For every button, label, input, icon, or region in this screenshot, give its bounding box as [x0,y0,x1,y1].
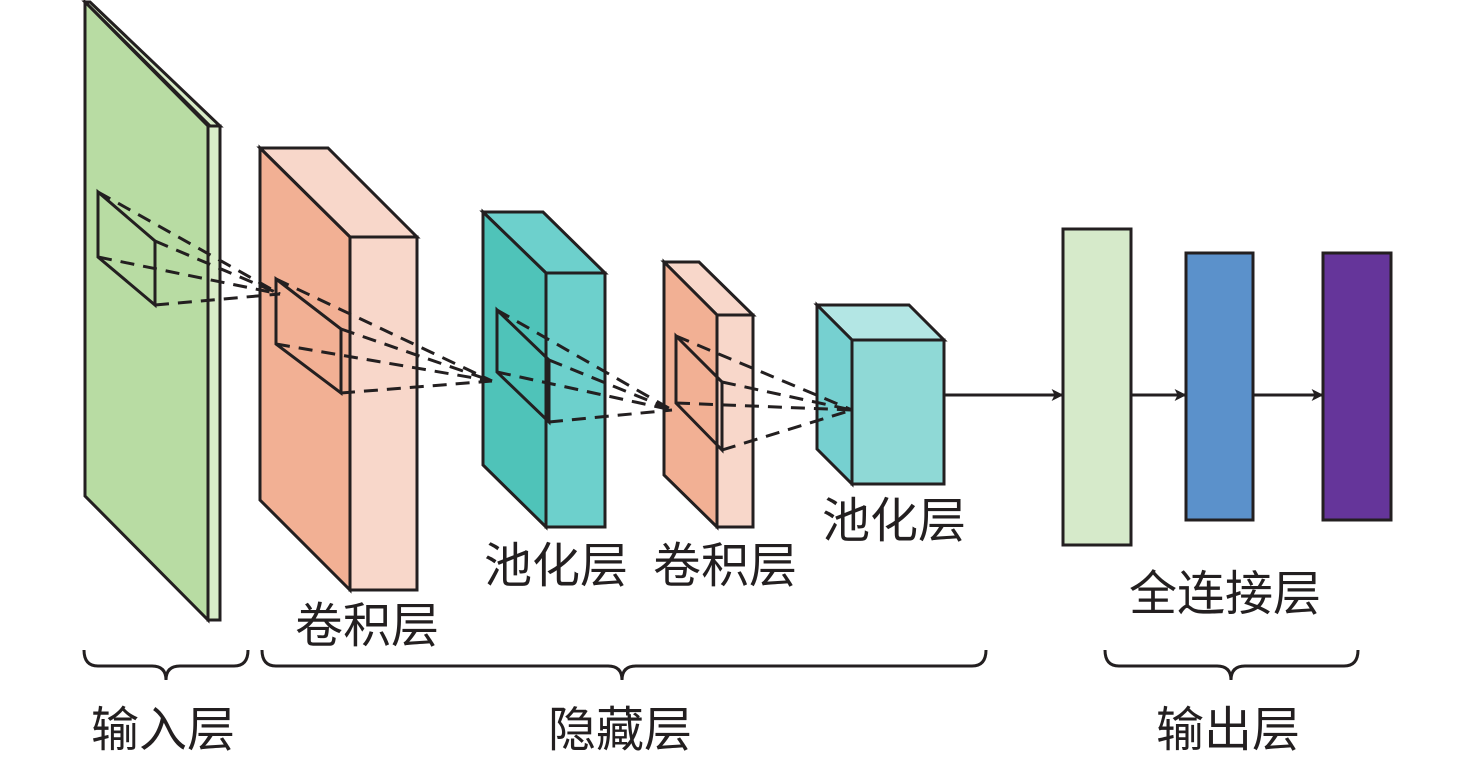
conv1-side [348,235,419,592]
fc-layer-2-block [1184,251,1255,522]
proj-line [154,292,281,307]
proj-line [675,401,853,412]
proj-line [675,334,853,412]
proj-line [97,190,281,296]
hidden-group-label: 隐藏层 [548,702,693,758]
group-braces [82,649,1360,681]
input-group-label: 输入层 [91,702,236,758]
hidden-group-brace [260,649,988,681]
proj-line [340,379,493,395]
conv-layer-2-label: 卷积层 [653,538,798,594]
proj-line [97,255,281,296]
proj-line [275,277,493,383]
pool2-side [850,338,946,486]
conv-layer-2-block [660,258,757,531]
pool-layer-1-block [479,208,609,531]
output-group-brace [1103,649,1360,681]
conv-layer-1-block [256,144,421,594]
pool1-side [544,271,607,529]
proj-line [496,370,673,412]
projection-lines [97,190,853,452]
fc-layers [1061,227,1393,547]
fc-layer-label: 全连接层 [1129,566,1322,622]
input-group-brace [82,649,250,681]
output-group-label: 输出层 [1156,702,1301,758]
conv2-side [715,313,755,529]
proj-line [548,408,673,424]
proj-line [496,308,673,412]
pool-layer-2-block [813,301,948,488]
proj-line [340,327,493,383]
input-layer-block [81,0,224,624]
pool-layer-1-label: 池化层 [484,538,629,594]
pool-layer-2-label: 池化层 [822,493,967,549]
conv-layer-1-label: 卷积层 [295,598,440,654]
fc-layer-1-block [1061,227,1133,547]
fc-layer-3-block [1321,251,1393,522]
input-layer-side [206,124,222,622]
input-layer-front [83,0,210,624]
proj-line [275,342,493,383]
